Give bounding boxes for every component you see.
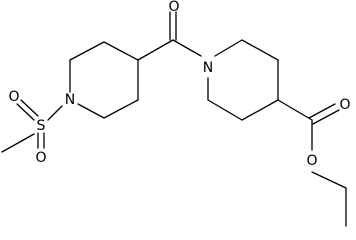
- bond-ester-double-b: [312, 109, 340, 125]
- bond-ring1-c6-n: [77, 103, 105, 119]
- bond-ester-double-a: [308, 103, 336, 119]
- atom-o-sulfonyl-top: O: [8, 89, 19, 105]
- bond-sulfur-oxygen-top-b: [16, 103, 35, 121]
- bond-ring2-ester: [277, 99, 313, 121]
- bond-ring1-c5-c6: [103, 99, 139, 119]
- bond-ring2-n-c2: [214, 39, 243, 57]
- bond-ring1-carbonyl: [137, 39, 174, 61]
- bond-ring2-c4-c5: [241, 99, 279, 121]
- atom-o-ester-carbonyl: O: [339, 97, 350, 113]
- bond-carbonyl-nitrogen-right: [172, 39, 202, 57]
- bond-ring2-c5-c6: [207, 99, 243, 121]
- bond-ring1-c2-c3: [69, 41, 105, 61]
- atom-labels: O S O N O N O O: [8, 0, 350, 169]
- atom-nitrogen-right: N: [203, 60, 213, 76]
- atom-o-ester-single: O: [306, 153, 317, 169]
- molecule-diagram: O S O N O N O O: [1, 0, 351, 227]
- atom-o-sulfonyl-bottom: O: [35, 150, 46, 166]
- bonds: [1, 11, 347, 227]
- bond-ring1-c3-c4: [103, 41, 139, 61]
- atom-o-amide: O: [168, 0, 179, 15]
- bond-sulfur-oxygen-top-a: [20, 99, 39, 117]
- bond-oxygen-ethyl: [311, 171, 347, 189]
- bond-methyl-sulfur: [1, 133, 35, 153]
- atom-sulfur: S: [37, 118, 46, 134]
- bond-ring2-c2-c3: [241, 39, 279, 61]
- atom-nitrogen-left: N: [65, 92, 75, 108]
- bond-sulfur-nitrogen-left: [47, 105, 63, 121]
